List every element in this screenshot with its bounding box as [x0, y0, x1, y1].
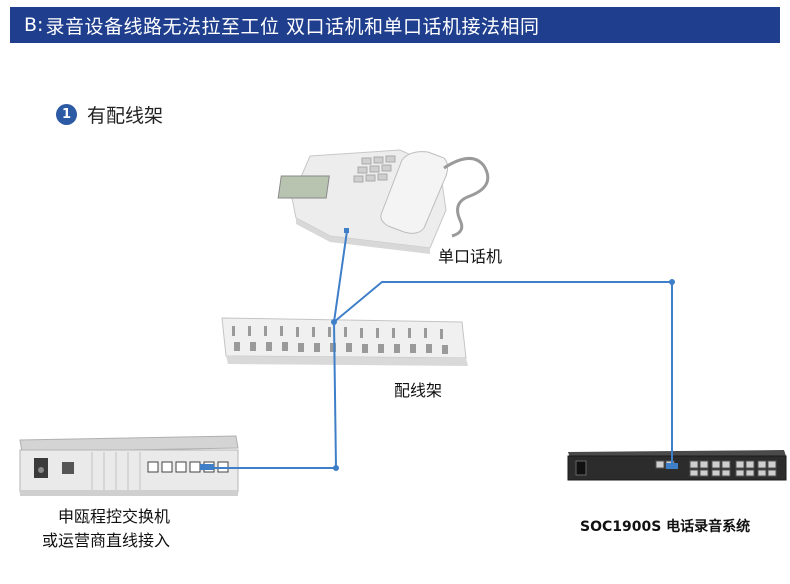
desk-phone-illustration: [277, 149, 490, 254]
section-number-badge: 1: [56, 104, 77, 125]
banner-title: 录音设备线路无法拉至工位 双口话机和单口话机接法相同: [45, 15, 540, 38]
frame-label: 配线架: [394, 381, 443, 400]
section-heading: 1 有配线架: [56, 101, 163, 128]
phone-label: 单口话机: [438, 247, 503, 266]
recorder-label: SOC1900S 电话录音系统: [580, 519, 751, 535]
pbx-label-line1: 申瓯程控交换机: [58, 507, 171, 526]
banner-prefix: B:: [24, 14, 44, 36]
recorder-device-illustration: [567, 450, 787, 481]
pbx-label-line2: 或运营商直线接入: [42, 531, 171, 550]
wire-junction-dots: [331, 279, 675, 471]
phone-to-recorder-wire: [332, 230, 673, 466]
patch-panel-illustration: [221, 317, 468, 366]
title-banner: B: 录音设备线路无法拉至工位 双口话机和单口话机接法相同: [10, 7, 780, 43]
section-label: 有配线架: [87, 105, 164, 127]
pbx-switch-illustration: [19, 435, 239, 496]
